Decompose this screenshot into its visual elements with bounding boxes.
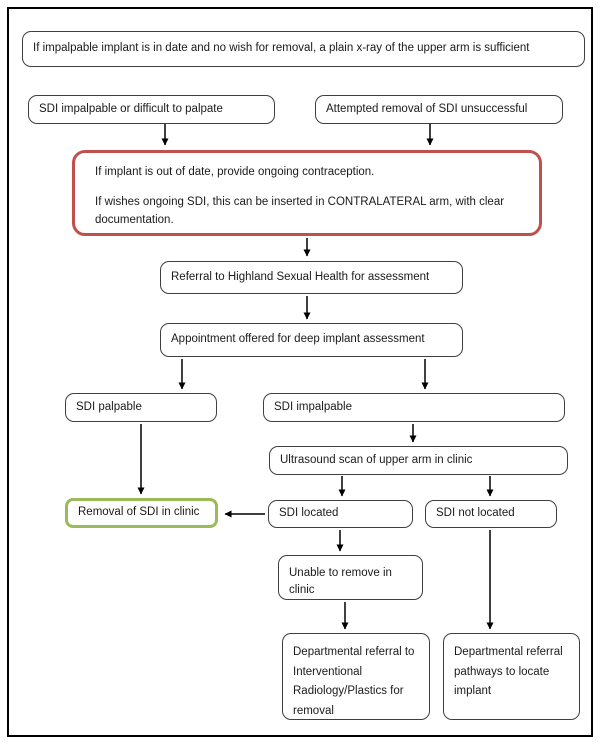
node-referral-assessment-label: Referral to Highland Sexual Health for a… [171, 270, 430, 283]
node-sdi-impalpable-start-label: SDI impalpable or difficult to palpate [39, 102, 223, 115]
node-departmental-referral-pathways-label: Departmental referral pathways to locate… [454, 646, 563, 698]
node-ultrasound-scan: Ultrasound scan of upper arm in clinic [269, 446, 568, 475]
node-unable-to-remove-label: Unable to remove in clinic [289, 567, 392, 597]
node-sdi-not-located-label: SDI not located [436, 507, 515, 520]
node-sdi-not-located: SDI not located [425, 500, 557, 528]
node-attempted-removal: Attempted removal of SDI unsuccessful [315, 95, 563, 124]
node-sdi-palpable-label: SDI palpable [76, 400, 142, 413]
node-contraception-advice: If implant is out of date, provide ongoi… [72, 150, 542, 236]
node-referral-assessment: Referral to Highland Sexual Health for a… [160, 261, 463, 294]
node-attempted-removal-label: Attempted removal of SDI unsuccessful [326, 102, 528, 115]
node-ultrasound-scan-label: Ultrasound scan of upper arm in clinic [280, 453, 473, 466]
node-appointment-offered-label: Appointment offered for deep implant ass… [171, 333, 425, 346]
node-sdi-palpable: SDI palpable [65, 393, 217, 422]
node-xray-sufficient-label: If impalpable implant is in date and no … [33, 42, 530, 55]
node-sdi-impalpable-label: SDI impalpable [274, 400, 352, 413]
node-unable-to-remove: Unable to remove in clinic [278, 555, 423, 600]
node-xray-sufficient: If impalpable implant is in date and no … [22, 31, 585, 67]
node-appointment-offered: Appointment offered for deep implant ass… [160, 323, 463, 357]
node-departmental-referral-ir-label: Departmental referral to Interventional … [293, 646, 415, 717]
node-departmental-referral-ir: Departmental referral to Interventional … [282, 633, 430, 720]
node-departmental-referral-pathways: Departmental referral pathways to locate… [443, 633, 580, 720]
node-removal-in-clinic: Removal of SDI in clinic [65, 498, 218, 528]
node-sdi-located-label: SDI located [279, 507, 339, 520]
flowchart-outer-border [7, 7, 593, 737]
node-contraception-advice-line2: If wishes ongoing SDI, this can be inser… [95, 195, 505, 226]
node-removal-in-clinic-label: Removal of SDI in clinic [78, 506, 200, 519]
node-contraception-advice-line1: If implant is out of date, provide ongoi… [95, 166, 375, 178]
node-sdi-located: SDI located [268, 500, 413, 528]
node-sdi-impalpable: SDI impalpable [263, 393, 565, 422]
node-sdi-impalpable-start: SDI impalpable or difficult to palpate [28, 95, 275, 124]
